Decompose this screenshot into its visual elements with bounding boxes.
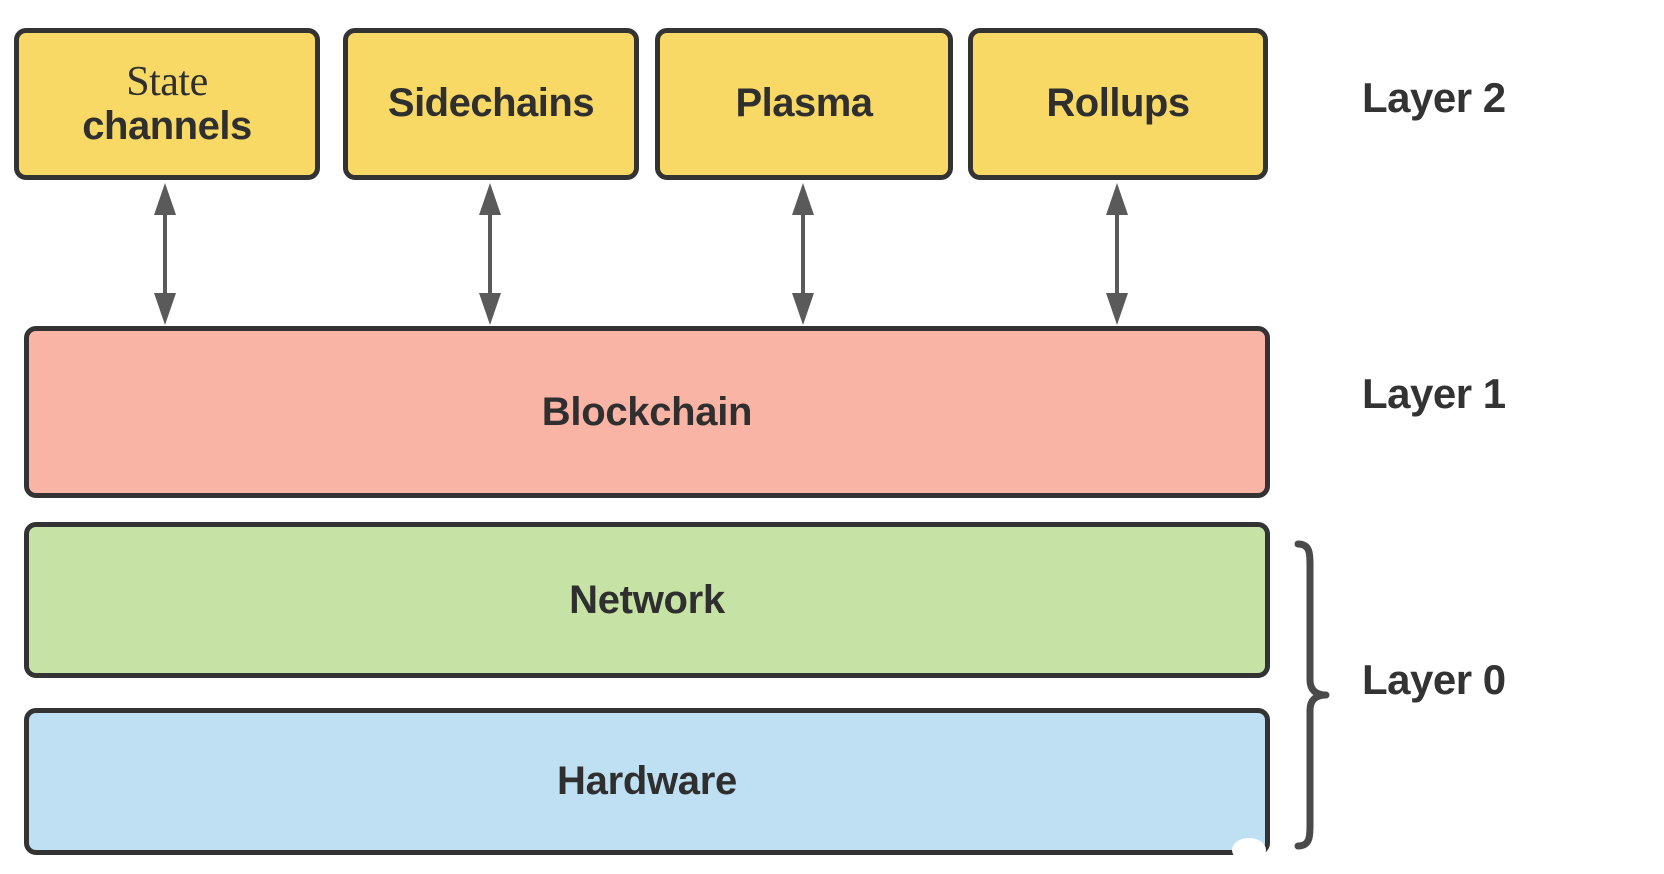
layer0-bar-hardware-label: Hardware: [557, 759, 737, 803]
layer2-box-plasma-label: Plasma: [735, 81, 873, 126]
layer2-box-sidechains-label: Sidechains: [387, 81, 595, 126]
double-arrow-icon-rollups: [1106, 183, 1128, 325]
layer0-bar-hardware[interactable]: Hardware: [24, 708, 1270, 855]
layer-label-layer-2: Layer 2: [1362, 74, 1506, 121]
layer2-box-rollups-label: Rollups: [1046, 81, 1190, 126]
layer2-box-state-channels[interactable]: State channels: [14, 28, 320, 180]
layer0-bar-network[interactable]: Network: [24, 522, 1270, 678]
layer-label-layer-1: Layer 1: [1362, 370, 1506, 417]
layer0-brace-icon: [1294, 540, 1330, 850]
layer-label-layer-0: Layer 0: [1362, 656, 1506, 703]
hardware-bar-corner-artifact: [1232, 838, 1266, 862]
layer2-box-plasma[interactable]: Plasma: [655, 28, 953, 180]
double-arrow-icon-state-channels: [154, 183, 176, 325]
layer0-bar-network-label: Network: [569, 577, 725, 622]
state-channels-line-1: State: [126, 58, 208, 105]
layer2-box-state-channels-label: State channels: [19, 58, 315, 149]
double-arrow-icon-sidechains: [479, 183, 501, 325]
layer2-box-sidechains[interactable]: Sidechains: [343, 28, 639, 180]
double-arrow-icon-plasma: [792, 183, 814, 325]
layer1-bar-blockchain[interactable]: Blockchain: [24, 326, 1270, 498]
state-channels-line-2: channels: [82, 104, 252, 149]
layer2-box-rollups[interactable]: Rollups: [968, 28, 1268, 180]
layer1-bar-blockchain-label: Blockchain: [541, 389, 753, 434]
